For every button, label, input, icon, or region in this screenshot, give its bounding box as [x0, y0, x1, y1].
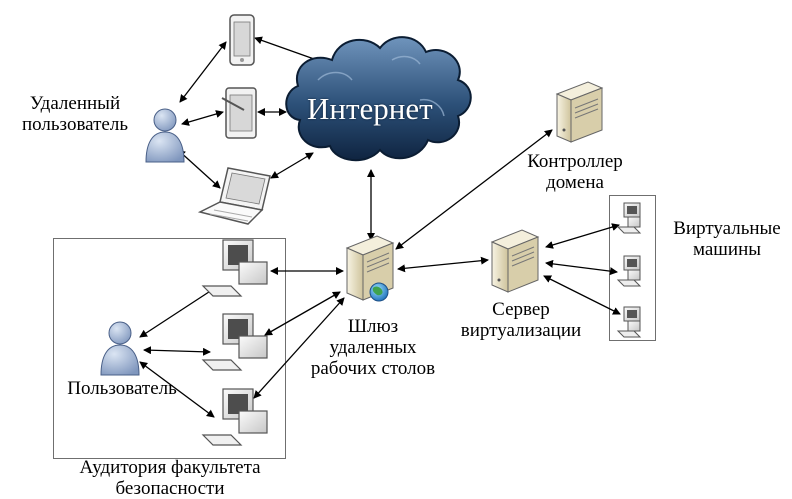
domain-controller-label: Контроллер домена: [527, 151, 623, 193]
server-icon: [555, 81, 604, 143]
link-virt-server-vm2: [545, 259, 618, 276]
desktop-computer-icon: [201, 313, 268, 371]
gateway-label: Шлюз удаленных рабочих столов: [310, 316, 436, 379]
link-user-pc2: [143, 346, 211, 356]
desktop-computer-icon: [616, 202, 642, 234]
internet-label: Интернет: [307, 91, 433, 126]
link-laptop-internet: [270, 152, 314, 179]
link-virt-server-vm3: [543, 275, 621, 315]
link-gateway-virt-server: [397, 256, 489, 273]
user-icon: [100, 321, 140, 376]
connections: [139, 36, 621, 418]
server-icon: [490, 229, 540, 293]
user-icon: [145, 108, 185, 163]
virtual-machines-label: Виртуальные машины: [673, 218, 781, 260]
desktop-computer-icon: [201, 239, 268, 297]
link-virt-server-vm1: [545, 223, 620, 249]
remote-user-label: Удаленный пользователь: [21, 93, 128, 135]
desktop-computer-icon: [616, 306, 642, 338]
desktop-computer-icon: [201, 388, 268, 446]
laptop-icon: [197, 167, 271, 225]
link-gateway-pc3: [253, 297, 345, 399]
link-user-pc1: [139, 287, 216, 338]
link-user-pc3: [139, 361, 215, 418]
desktop-computer-icon: [616, 255, 642, 287]
smartphone-icon: [229, 14, 255, 66]
link-remoteuser-laptop: [177, 149, 221, 189]
link-remoteuser-phone: [179, 41, 227, 103]
link-gateway-domain-controller: [395, 129, 553, 250]
server-globe-icon: [345, 235, 395, 302]
cloud-icon: [285, 36, 472, 162]
virtualization-server-label: Сервер виртуализации: [460, 299, 582, 341]
tablet-icon: [221, 87, 257, 139]
link-remoteuser-tablet: [181, 110, 224, 126]
user-label: Пользователь: [67, 378, 177, 399]
